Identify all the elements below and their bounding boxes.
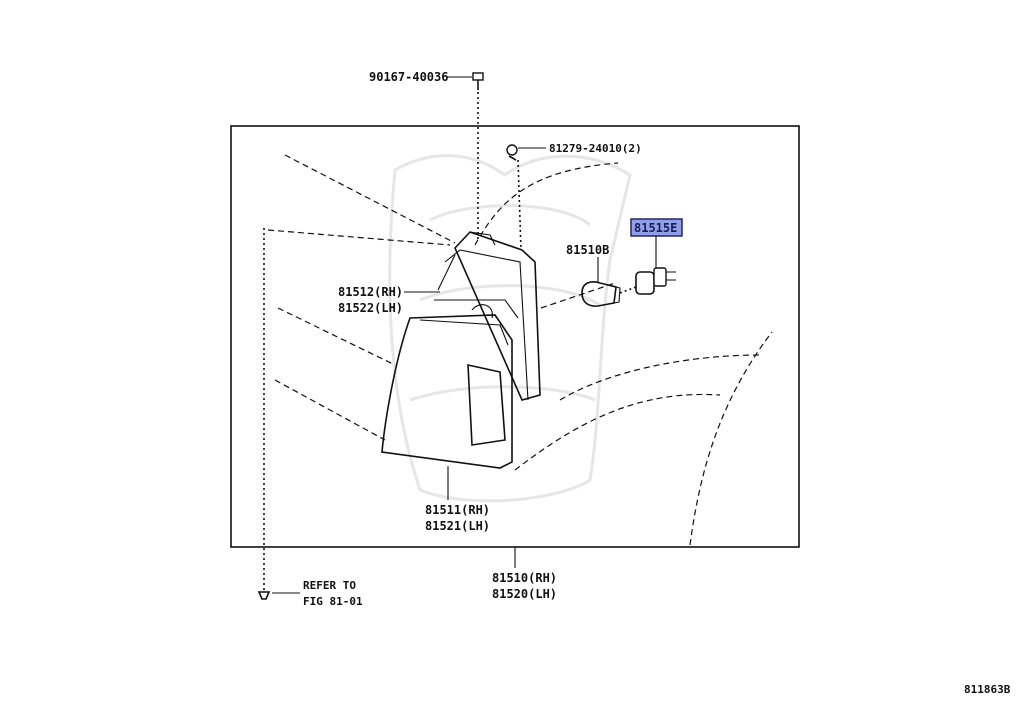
lamp-housing[interactable] [434, 231, 541, 401]
refer-to-text: REFER TO [303, 579, 356, 592]
bulb-icon[interactable] [581, 281, 621, 307]
label-assembly-rh[interactable]: 81510(RH) [492, 571, 557, 585]
lamp-lens[interactable] [381, 304, 513, 469]
refer-fig-link[interactable]: FIG 81-01 [303, 595, 363, 608]
label-lens-lh[interactable]: 81521(LH) [425, 519, 490, 533]
socket-highlight[interactable] [630, 218, 683, 237]
socket-icon[interactable] [635, 267, 676, 295]
label-screw-clip[interactable]: 81279-24010(2) [549, 142, 642, 155]
diagram-frame [230, 125, 800, 548]
diagram-id: 811863B [964, 683, 1011, 696]
label-housing-lh[interactable]: 81522(LH) [338, 301, 403, 315]
label-socket[interactable]: 81515E [634, 221, 677, 235]
vehicle-body-outline [267, 154, 773, 546]
screw-clip-axis [517, 159, 522, 251]
label-screw-top[interactable]: 90167-40036 [369, 70, 448, 84]
label-assembly-lh[interactable]: 81520(LH) [492, 587, 557, 601]
label-lens-rh[interactable]: 81511(RH) [425, 503, 490, 517]
label-housing-rh[interactable]: 81512(RH) [338, 285, 403, 299]
bulb-axis [619, 286, 637, 294]
nut-icon[interactable] [257, 591, 271, 600]
label-bulb[interactable]: 81510B [566, 243, 609, 257]
screw-clip-icon[interactable] [506, 144, 518, 161]
watermark-emblem [388, 154, 632, 503]
screw-top-icon[interactable] [472, 72, 484, 90]
